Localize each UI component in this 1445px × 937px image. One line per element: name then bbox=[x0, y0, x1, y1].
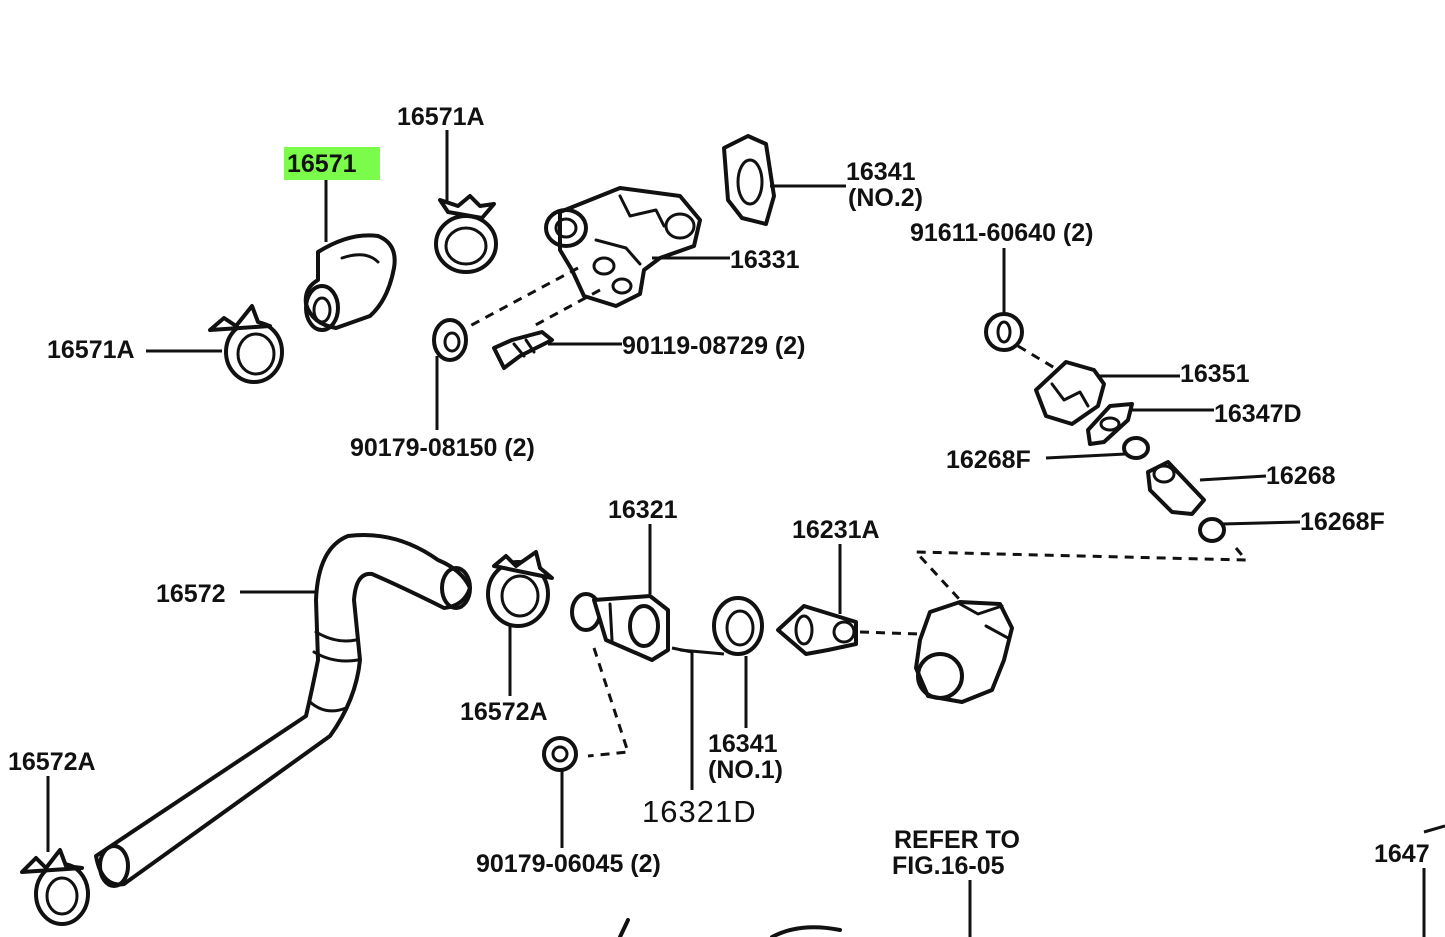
hose-clamp-16572a-left[interactable] bbox=[20, 848, 90, 926]
label-refer-fig[interactable]: FIG.16-05 bbox=[892, 852, 1005, 880]
hose-16572[interactable] bbox=[94, 533, 472, 888]
label-16268f-a[interactable]: 16268F bbox=[946, 446, 1031, 474]
valve-16231a[interactable] bbox=[776, 604, 858, 656]
label-refer-to[interactable]: REFER TO bbox=[894, 826, 1020, 854]
label-1647-partial[interactable]: 1647 bbox=[1374, 840, 1430, 868]
bracket-16321d bbox=[679, 648, 725, 656]
label-90119-08729[interactable]: 90119-08729 (2) bbox=[622, 332, 805, 360]
leader-16268f-a bbox=[1045, 452, 1127, 460]
gasket-16341-no1[interactable] bbox=[712, 596, 764, 656]
assembly-line-16321-nut bbox=[587, 647, 631, 758]
label-91611-60640[interactable]: 91611-60640 (2) bbox=[910, 219, 1093, 247]
label-16572[interactable]: 16572 bbox=[156, 580, 226, 608]
assembly-line-16268f-valve bbox=[912, 547, 1250, 602]
label-16231a[interactable]: 16231A bbox=[792, 516, 880, 544]
partial-part-bottom bbox=[618, 918, 630, 937]
fitting-16321[interactable] bbox=[570, 592, 670, 662]
label-16341-no2-sub: (NO.2) bbox=[848, 184, 923, 212]
bolt-91611-60640[interactable] bbox=[984, 312, 1024, 352]
label-16351[interactable]: 16351 bbox=[1180, 360, 1250, 388]
label-16571[interactable]: 16571 bbox=[287, 150, 357, 178]
label-16572a-left[interactable]: 16572A bbox=[8, 748, 96, 776]
assembly-line-91611 bbox=[1017, 344, 1059, 372]
leader-16321d bbox=[671, 646, 694, 790]
nut-90179-06045[interactable] bbox=[542, 736, 578, 772]
label-16341-no1-sub: (NO.1) bbox=[708, 756, 783, 784]
thermo-valve-actuator[interactable] bbox=[914, 600, 1014, 704]
label-16572a-mid[interactable]: 16572A bbox=[460, 698, 548, 726]
label-16341-no2[interactable]: 16341 bbox=[846, 158, 916, 186]
highlight-16571 bbox=[284, 147, 380, 180]
gasket-16341-no2[interactable] bbox=[722, 134, 776, 226]
assembly-line-16231a-actuator bbox=[859, 630, 921, 636]
bolt-90119-08729[interactable] bbox=[492, 330, 554, 370]
sleeve-16268[interactable] bbox=[1146, 460, 1206, 516]
label-16321d[interactable]: 16321D bbox=[642, 794, 757, 829]
housing-16351[interactable] bbox=[1034, 360, 1106, 426]
label-16331[interactable]: 16331 bbox=[730, 246, 800, 274]
label-16571a-left[interactable]: 16571A bbox=[47, 336, 135, 364]
assembly-line-16331-bolt bbox=[529, 288, 601, 330]
o-ring-16268f-a[interactable] bbox=[1122, 436, 1150, 460]
label-16347d[interactable]: 16347D bbox=[1214, 400, 1302, 428]
label-16571a-top[interactable]: 16571A bbox=[397, 103, 485, 131]
hose-clamp-16571a-left[interactable] bbox=[208, 304, 284, 384]
o-ring-16268f-b[interactable] bbox=[1198, 517, 1226, 543]
label-90179-06045[interactable]: 90179-06045 (2) bbox=[476, 850, 661, 878]
label-16268[interactable]: 16268 bbox=[1266, 462, 1336, 490]
partial-hose-bottom bbox=[770, 925, 842, 937]
hose-clamp-16572a-mid[interactable] bbox=[486, 550, 554, 628]
leader-16268 bbox=[1199, 474, 1267, 482]
nut-90179-08150[interactable] bbox=[432, 318, 468, 362]
hose-clamp-16571a-top[interactable] bbox=[434, 194, 498, 274]
label-16268f-b[interactable]: 16268F bbox=[1300, 508, 1385, 536]
hose-elbow-16571[interactable] bbox=[303, 233, 397, 332]
assembly-line-16331-washer bbox=[465, 266, 579, 330]
valve-body-16331[interactable] bbox=[544, 186, 702, 308]
leader-1647-top bbox=[1423, 824, 1445, 834]
label-90179-08150[interactable]: 90179-08150 (2) bbox=[350, 434, 535, 462]
gasket-16347d[interactable] bbox=[1086, 402, 1134, 446]
leader-16268f-b bbox=[1221, 520, 1301, 526]
label-16341-no1[interactable]: 16341 bbox=[708, 730, 778, 758]
label-16321[interactable]: 16321 bbox=[608, 496, 678, 524]
